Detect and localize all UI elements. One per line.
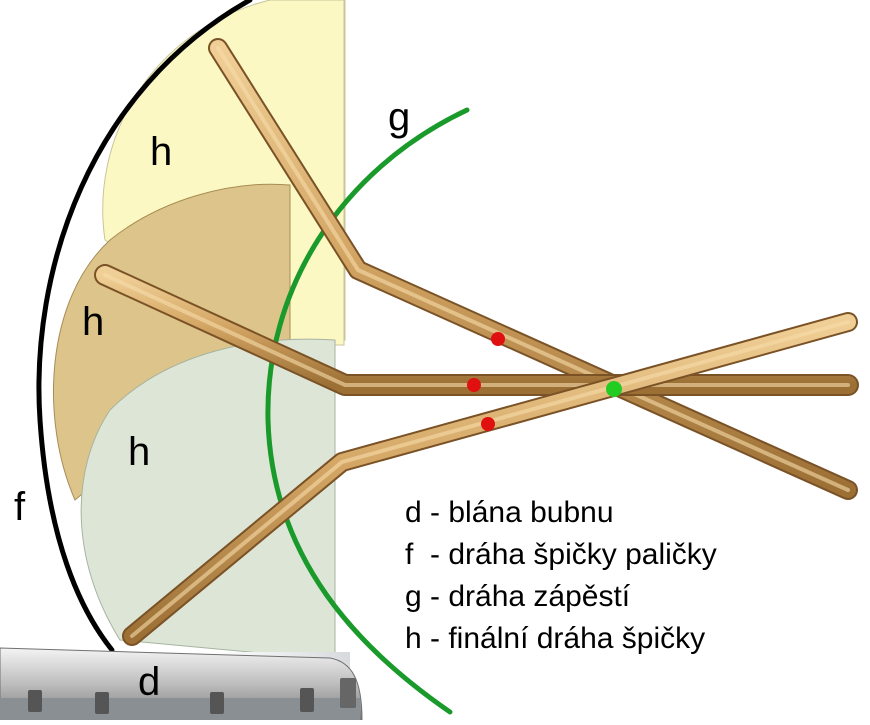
stick-middle bbox=[94, 264, 859, 396]
center-dot bbox=[606, 381, 622, 397]
pivot-dot-bottom bbox=[481, 417, 495, 431]
wrist-path-g bbox=[265, 107, 470, 715]
label-g: g bbox=[388, 95, 410, 139]
pivot-dot-middle bbox=[467, 378, 481, 392]
legend-item-d: d - blána bubnu bbox=[405, 496, 614, 529]
legend-item-h: h - finální dráha špičky bbox=[405, 622, 705, 655]
drum-lug-1 bbox=[28, 690, 42, 712]
label-h-top: h bbox=[150, 130, 172, 174]
legend: d - blána bubnu f - dráha špičky paličky… bbox=[405, 496, 717, 655]
stick-raised bbox=[208, 38, 858, 500]
drum-shell bbox=[0, 698, 360, 720]
drum-lug-4 bbox=[300, 688, 314, 712]
legend-item-f: f - dráha špičky paličky bbox=[405, 538, 717, 571]
label-f: f bbox=[14, 485, 26, 529]
stick-down bbox=[122, 312, 858, 646]
label-h-bottom: h bbox=[128, 430, 150, 474]
drum bbox=[0, 647, 363, 721]
legend-item-g: g - dráha zápěstí bbox=[405, 580, 631, 613]
pivot-dot-top bbox=[491, 332, 505, 346]
tip-path-f bbox=[36, 0, 253, 653]
drum-lug-2 bbox=[95, 692, 109, 714]
label-h-middle: h bbox=[82, 300, 104, 344]
label-d: d bbox=[138, 660, 160, 704]
drum-lug-5 bbox=[340, 678, 356, 708]
drum-lug-3 bbox=[210, 692, 224, 714]
